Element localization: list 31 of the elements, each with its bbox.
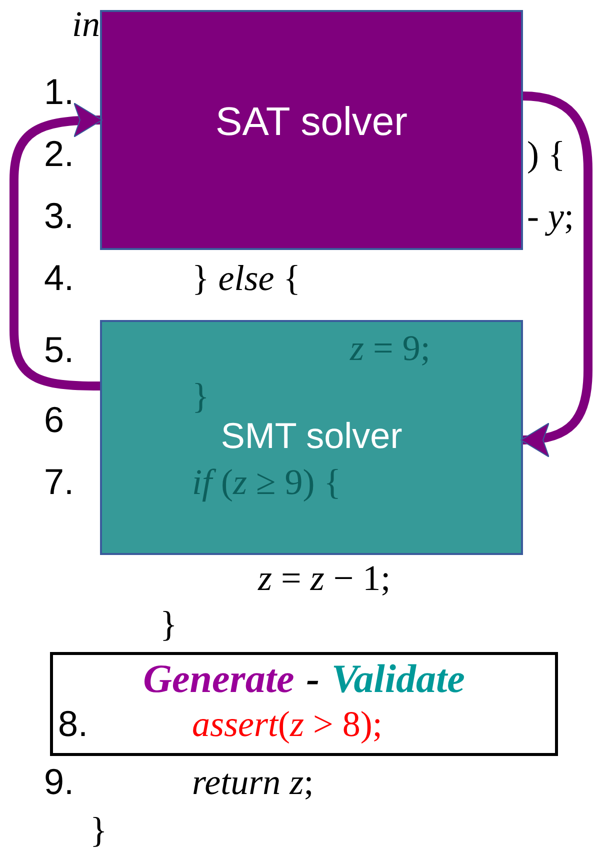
code-line: z = z − 1; <box>258 558 391 598</box>
code-line: } <box>90 810 108 850</box>
line-number: 9. <box>44 762 74 802</box>
code-line: ) { <box>527 134 566 174</box>
line-number: 7. <box>44 462 74 502</box>
box-label: SAT solver <box>216 102 408 142</box>
code-line: z = 9; <box>350 328 430 368</box>
code-line: assert(z > 8); <box>192 704 382 744</box>
curved-arrow <box>520 92 592 456</box>
code-line: in <box>72 4 100 44</box>
solver-box <box>100 10 523 250</box>
box-label: SMT solver <box>220 418 402 454</box>
line-number: 2. <box>44 134 74 174</box>
code-line: } <box>192 376 210 416</box>
line-number: 5. <box>44 330 74 370</box>
caption-word: - <box>306 657 320 701</box>
caption-box <box>50 652 558 756</box>
code-line: if (z ≥ 9) { <box>192 462 342 502</box>
curved-arrow <box>10 102 102 390</box>
caption-word: Generate <box>143 657 294 701</box>
code-line: - y; <box>527 196 574 236</box>
line-number: 3. <box>44 196 74 236</box>
line-number: 8. <box>58 704 88 744</box>
caption-word: Validate <box>332 657 465 701</box>
code-line: } else { <box>192 258 301 298</box>
line-number: 1. <box>44 72 74 112</box>
solver-box <box>100 320 523 555</box>
code-line: } <box>160 604 178 644</box>
line-number: 4. <box>44 258 74 298</box>
code-line: return z; <box>192 762 314 802</box>
line-number: 6 <box>44 400 64 440</box>
